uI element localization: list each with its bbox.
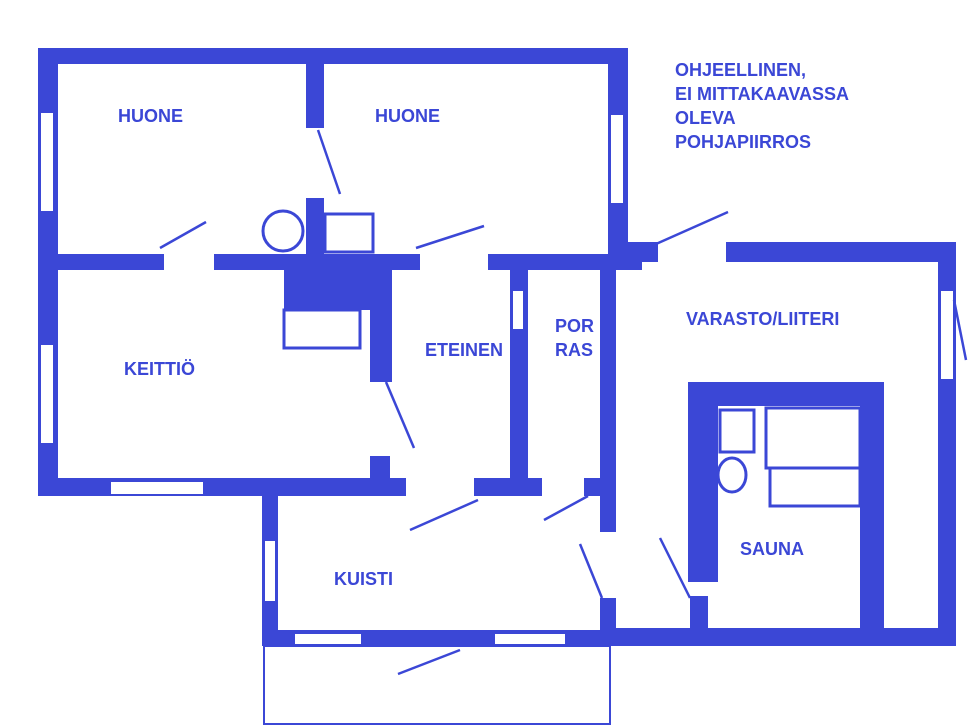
window-porch-bottom-2 <box>493 632 567 646</box>
sauna-bucket <box>716 456 748 494</box>
room-label-varasto: VARASTO/LIITERI <box>686 309 839 329</box>
wall-sauna-top <box>688 382 884 406</box>
boiler-circle <box>261 209 305 253</box>
room-label-huone-right: HUONE <box>375 106 440 126</box>
wall-mid-left <box>38 254 164 270</box>
sauna-bench-upper <box>764 406 862 470</box>
wall-stairs-right-v <box>600 254 616 532</box>
window-right-bedroom <box>609 113 625 205</box>
window-porch-bottom-1 <box>293 632 363 646</box>
door-storage-right <box>952 299 968 361</box>
room-label-keittio: KEITTIÖ <box>124 359 195 379</box>
door-bedroom-right <box>415 224 485 250</box>
note-line-4: POHJAPIIRROS <box>675 132 811 152</box>
terrace <box>263 645 611 725</box>
note-line-2: EI MITTAKAAVASSA <box>675 84 849 104</box>
door-bedroom-left <box>159 220 207 250</box>
wall-storage-top <box>726 242 956 262</box>
door-terrace <box>397 648 461 676</box>
window-porch-left <box>263 539 277 603</box>
door-hall-porch <box>409 498 479 532</box>
room-label-porras-bottom: RAS <box>555 340 593 360</box>
stove-top <box>323 212 375 254</box>
room-label-sauna: SAUNA <box>740 539 804 559</box>
fixtures <box>261 209 862 508</box>
wall-storage-bottom <box>616 628 956 646</box>
walls <box>38 48 956 646</box>
wall-kitchen-hall <box>370 254 392 382</box>
wall-top <box>38 48 628 64</box>
doors <box>159 129 968 676</box>
wall-sauna-right <box>860 382 884 646</box>
wall-stairs-bottom <box>584 478 614 496</box>
room-label-kuisti: KUISTI <box>334 569 393 589</box>
door-storage-top <box>655 210 729 246</box>
window-left-kitchen <box>39 343 55 445</box>
wall-kitchen-bottom <box>38 478 406 496</box>
sauna-bench-lower <box>768 466 862 508</box>
wall-between-bedrooms <box>306 48 324 128</box>
room-label-eteinen: ETEINEN <box>425 340 503 360</box>
door-stairs <box>543 494 589 522</box>
wall-stub-bedroom-right <box>616 254 642 270</box>
door-kitchen <box>384 381 416 449</box>
window-left-top <box>39 111 55 213</box>
chimney-core <box>306 198 324 258</box>
wall-porch-right <box>600 598 616 644</box>
window-storage-right <box>939 289 955 381</box>
note-line-1: OHJEELLINEN, <box>675 60 806 80</box>
note-line-3: OLEVA <box>675 108 736 128</box>
room-label-huone-left: HUONE <box>118 106 183 126</box>
stove-bottom <box>282 308 362 350</box>
window-hall <box>511 289 525 331</box>
wall-sauna-left-low <box>690 596 708 632</box>
door-sauna <box>658 537 692 599</box>
sauna-stove <box>718 408 756 454</box>
door-porch-right <box>578 543 604 599</box>
wall-hall-bottom <box>474 478 542 496</box>
wall-sauna-left <box>688 382 718 582</box>
window-kitchen-bottom <box>109 480 205 496</box>
door-between-bedrooms <box>316 129 342 195</box>
room-label-porras-top: POR <box>555 316 594 336</box>
